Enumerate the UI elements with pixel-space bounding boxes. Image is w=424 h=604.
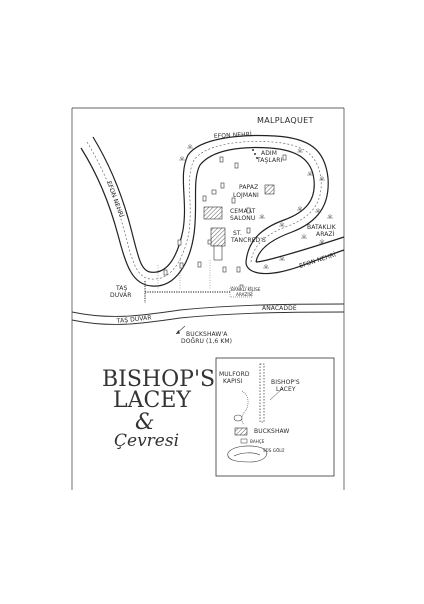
river-label-right: EFON NEHRİ xyxy=(298,251,337,269)
church-annex xyxy=(213,245,223,261)
village-lanes xyxy=(157,260,211,290)
title-ampersand: & xyxy=(135,410,155,435)
title-line-2: LACEY xyxy=(113,388,191,413)
title-line-1: BISHOP'S xyxy=(102,367,215,392)
bankli-label-1: BANKLI KİLİSE xyxy=(231,287,261,292)
church-land-box xyxy=(229,286,253,298)
vicarage-building xyxy=(264,184,275,195)
buckshaw-arrow-head xyxy=(176,330,180,334)
tas-duvar-label-1: TAŞ xyxy=(115,285,128,292)
bankli-label-2: ARAZİSİ xyxy=(236,292,252,297)
parish-hall-building xyxy=(203,206,223,220)
tas-duvar-label-2: DUVAR xyxy=(110,292,132,299)
river-label-top: EFON NEHRİ xyxy=(214,131,253,140)
cemaat-label-1: CEMAAT xyxy=(230,208,256,215)
adim-label-2: TAŞLARI xyxy=(256,157,282,164)
bataklik-label-1: BATAKLIK xyxy=(307,224,337,231)
village-buildings xyxy=(163,154,287,291)
tancred-label-1: ST. xyxy=(233,230,242,237)
bataklik-label-2: ARAZİ xyxy=(316,231,335,238)
buckshaw-dir-label-2: DOĞRU (1,6 KM) xyxy=(181,338,232,345)
inset-map xyxy=(215,357,335,477)
st-tancreds-church xyxy=(210,227,226,247)
mulford-label-1: MULFORD xyxy=(219,371,250,378)
inset-buckshaw-label: BUCKSHAW xyxy=(254,428,289,435)
adim-label-1: ADIM xyxy=(261,150,277,157)
main-road xyxy=(71,303,345,325)
churchyard-wall xyxy=(144,281,235,303)
inset-sus-golu-label: SÜS GÖLÜ xyxy=(263,448,284,453)
mulford-label-2: KAPISI xyxy=(223,378,243,385)
title-line-3: Çevresi xyxy=(114,431,179,451)
malplaquet-label: MALPLAQUET xyxy=(257,116,314,125)
buckshaw-dir-label-1: BUCKSHAW'A xyxy=(186,331,228,338)
anacadde-label: ANACADDE xyxy=(262,305,297,312)
stepping-stones xyxy=(252,149,258,159)
papaz-label-1: PAPAZ xyxy=(239,184,258,191)
inset-bishops-label-1: BISHOP'S xyxy=(271,379,300,386)
tancred-label-2: TANCRED'S xyxy=(230,237,266,244)
inset-bahce-label: BAHÇE xyxy=(250,439,265,444)
efon-river xyxy=(80,134,345,287)
inset-bishops-label-2: LACEY xyxy=(276,386,296,393)
cemaat-label-2: SALONU xyxy=(230,215,255,222)
papaz-label-2: LOJMANI xyxy=(233,192,259,199)
tas-duvar-road-label: TAŞ DUVAR xyxy=(115,314,151,325)
